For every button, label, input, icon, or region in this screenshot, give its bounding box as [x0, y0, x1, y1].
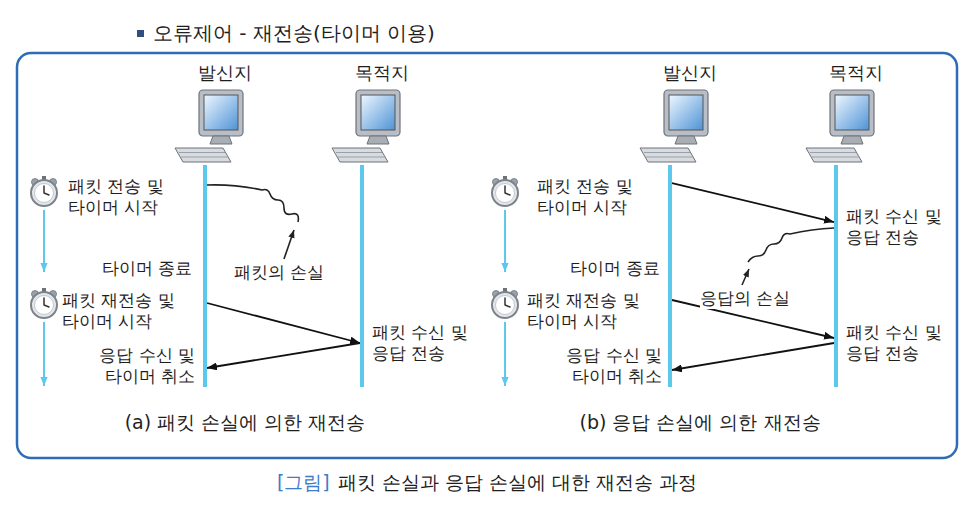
- clock-icon: [492, 176, 518, 206]
- message-arrow: [207, 303, 360, 343]
- leader-arrow: [284, 230, 294, 259]
- message-arrow: [672, 343, 834, 370]
- leader-arrow: [742, 269, 749, 285]
- host-label: 목적지: [355, 62, 409, 83]
- clock-icon: [31, 288, 57, 318]
- computer-icon: [806, 90, 874, 162]
- step-label: 응답 수신 및 타이머 취소: [531, 345, 662, 387]
- timer-arrow: [504, 210, 506, 272]
- step-label: 응답의 손실: [700, 288, 790, 309]
- step-label: 패킷의 손실: [234, 262, 324, 283]
- host-label: 발신지: [663, 62, 717, 83]
- step-label: 응답 수신 및 타이머 취소: [64, 345, 195, 387]
- step-label: 타이머 종료: [532, 258, 660, 279]
- computer-icon: [332, 90, 400, 162]
- host-label: 목적지: [829, 62, 883, 83]
- clock-icon: [492, 288, 518, 318]
- title-text: 오류제어 - 재전송(타이머 이용): [153, 21, 435, 45]
- host-timeline: 발신지: [203, 165, 207, 387]
- step-label: 패킷 전송 및 타이머 시작: [68, 176, 196, 218]
- figure-tag: [그림]: [277, 470, 330, 494]
- message-arrow: [207, 343, 360, 368]
- title-bullet: [137, 30, 144, 37]
- figure-caption: 패킷 손실과 응답 손실에 대한 재전송 과정: [338, 470, 697, 494]
- timer-arrow: [43, 210, 45, 272]
- host-label: 발신지: [198, 62, 252, 83]
- lost-packet-line: [207, 185, 298, 222]
- step-label: 패킷 재전송 및 타이머 시작: [62, 290, 194, 332]
- panel-caption: (a) 패킷 손실에 의한 재전송: [95, 410, 395, 434]
- step-label: 패킷 수신 및 응답 전송: [846, 206, 952, 248]
- message-arrow: [672, 183, 834, 222]
- computer-icon: [640, 90, 708, 162]
- host-timeline: 목적지: [360, 165, 364, 387]
- timer-arrow: [504, 322, 506, 386]
- panel-caption: (b) 응답 손실에 의한 재전송: [550, 410, 850, 434]
- lost-response-line: [748, 228, 834, 262]
- host-timeline: 목적지: [834, 165, 838, 387]
- step-label: 패킷 재전송 및 타이머 시작: [527, 290, 659, 332]
- timer-arrow: [43, 322, 45, 386]
- clock-icon: [31, 176, 57, 206]
- computer-icon: [175, 90, 243, 162]
- outer-frame: [17, 53, 957, 458]
- step-label: 타이머 종료: [64, 258, 192, 279]
- step-label: 패킷 전송 및 타이머 시작: [537, 176, 665, 218]
- host-timeline: 발신지: [668, 165, 672, 387]
- step-label: 패킷 수신 및 응답 전송: [846, 322, 952, 364]
- step-label: 패킷 수신 및 응답 전송: [372, 322, 484, 364]
